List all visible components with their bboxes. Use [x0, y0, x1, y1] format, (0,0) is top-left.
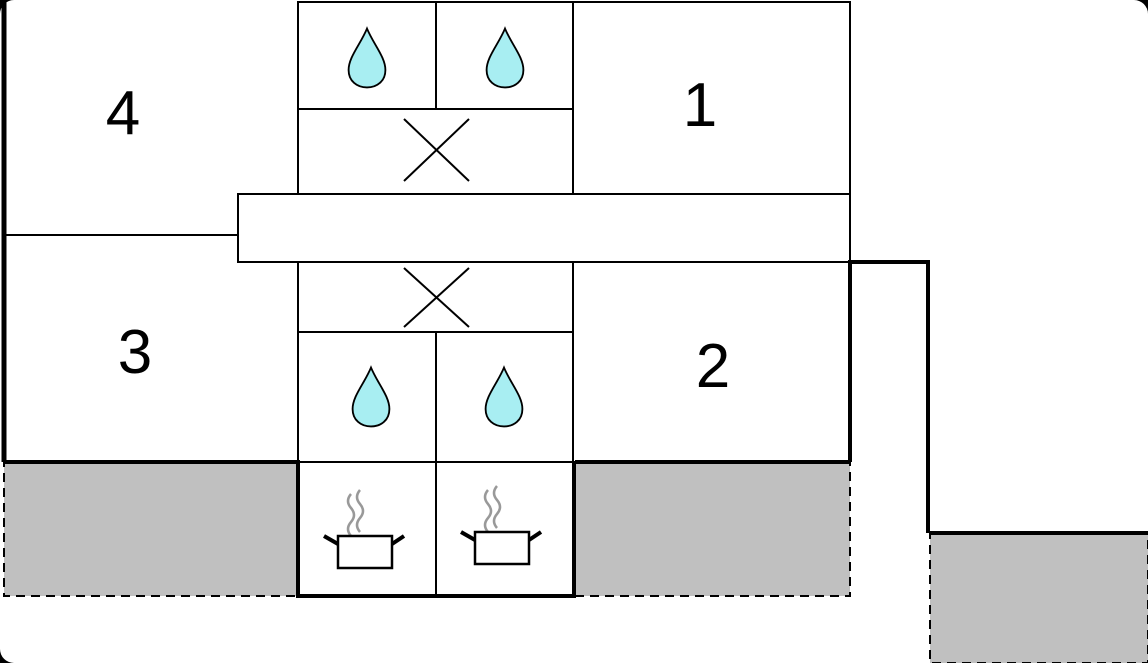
corridor — [237, 193, 851, 263]
room-2-label: 2 — [696, 332, 730, 401]
shaded-area-middle — [574, 461, 851, 597]
cross-mark-icon — [403, 267, 470, 328]
room-4-label: 4 — [106, 79, 140, 148]
shaded-area-left — [3, 461, 301, 597]
outer-wall-right — [848, 260, 930, 533]
room-3-label: 3 — [118, 318, 152, 387]
room-1-label: 1 — [683, 71, 717, 140]
shaded-area-right — [929, 532, 1148, 663]
kitchen-cell-right — [435, 461, 575, 597]
kitchen-cell-left — [297, 461, 437, 597]
cross-mark-icon — [403, 118, 470, 182]
